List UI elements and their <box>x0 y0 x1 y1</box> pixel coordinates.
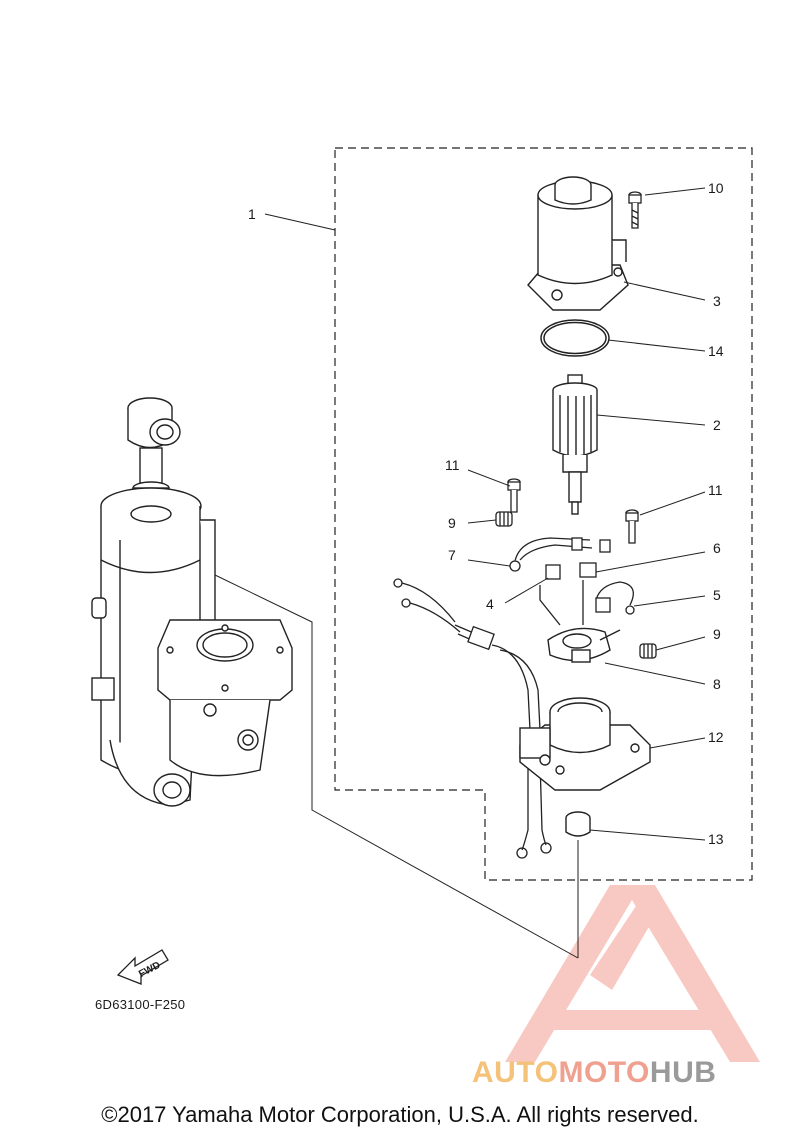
armature-part-2 <box>552 374 598 515</box>
callout-4: 4 <box>486 596 494 612</box>
motor-yoke-part-3 <box>527 176 629 311</box>
trim-cylinder-illustration <box>91 397 293 807</box>
callout-5: 5 <box>713 587 721 603</box>
end-housing-part-12 <box>519 697 651 791</box>
watermark-wordmark: AUTOMOTOHUB <box>472 1056 716 1090</box>
grommet-part-13 <box>565 811 591 837</box>
brush-holder-part-8 <box>547 627 621 663</box>
watermark-part-hub: HUB <box>649 1056 717 1089</box>
callout-8: 8 <box>713 676 721 692</box>
diagram-part-code: 6D63100-F250 <box>95 997 186 1012</box>
spring-part-9-top <box>495 511 513 527</box>
brush-assembly-parts <box>509 537 635 626</box>
callout-9-top: 9 <box>448 515 456 531</box>
lead-wires <box>393 578 552 859</box>
callout-1: 1 <box>248 206 256 222</box>
watermark-logo-icon <box>505 885 760 1062</box>
screw-part-11-left <box>507 478 521 513</box>
callout-labels: 1 2 3 4 5 6 7 8 9 9 10 11 11 12 13 14 <box>248 180 724 847</box>
fwd-arrow-icon: FWD <box>116 949 169 985</box>
callout-7: 7 <box>448 547 456 563</box>
callout-12: 12 <box>708 729 724 745</box>
callout-11-left: 11 <box>445 457 460 473</box>
watermark-part-auto: AUTO <box>472 1056 559 1089</box>
callout-10: 10 <box>708 180 724 196</box>
assembly-boundary <box>334 147 753 881</box>
screw-part-10 <box>628 191 642 229</box>
copyright-notice: ©2017 Yamaha Motor Corporation, U.S.A. A… <box>101 1102 699 1127</box>
callout-9-bottom: 9 <box>713 626 721 642</box>
callout-14: 14 <box>708 343 724 359</box>
callout-11-right: 11 <box>708 482 723 498</box>
callout-2: 2 <box>713 417 721 433</box>
leader-lines <box>467 187 706 841</box>
watermark-part-moto: MOTO <box>558 1056 650 1089</box>
spring-part-9-bottom <box>639 643 657 659</box>
screw-part-11-right <box>625 509 639 544</box>
callout-13: 13 <box>708 831 724 847</box>
callout-6: 6 <box>713 540 721 556</box>
callout-3: 3 <box>713 293 721 309</box>
o-ring-part-14 <box>540 319 610 357</box>
